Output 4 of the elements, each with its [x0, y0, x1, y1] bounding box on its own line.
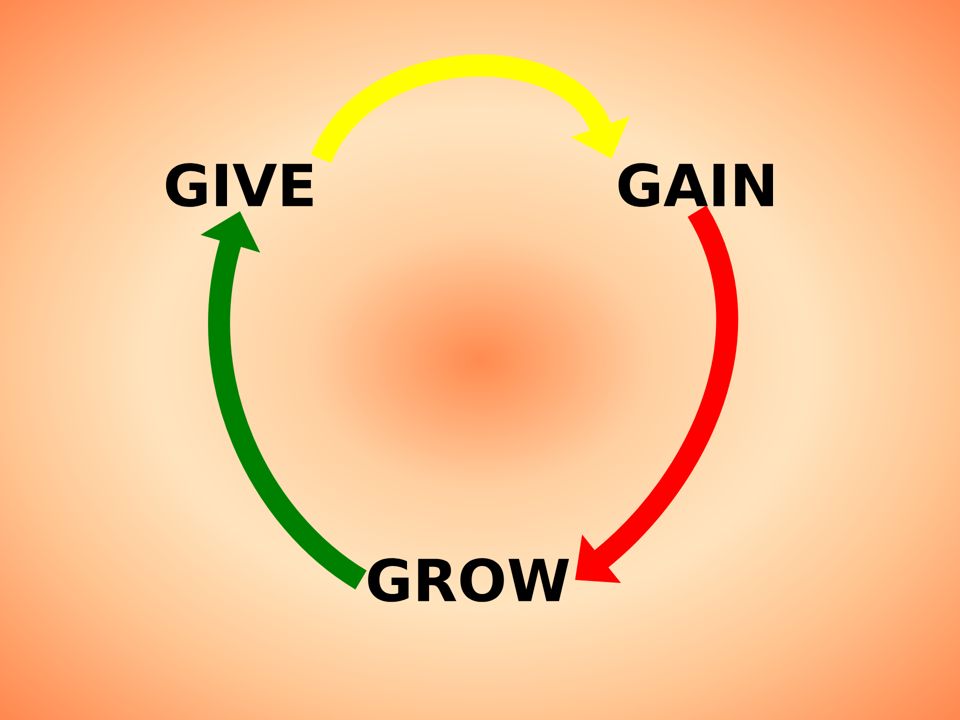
word: GROW	[368, 558, 569, 602]
curved-arrow	[311, 54, 630, 164]
word: GIVE	[166, 163, 313, 207]
word: GAIN	[618, 163, 773, 207]
